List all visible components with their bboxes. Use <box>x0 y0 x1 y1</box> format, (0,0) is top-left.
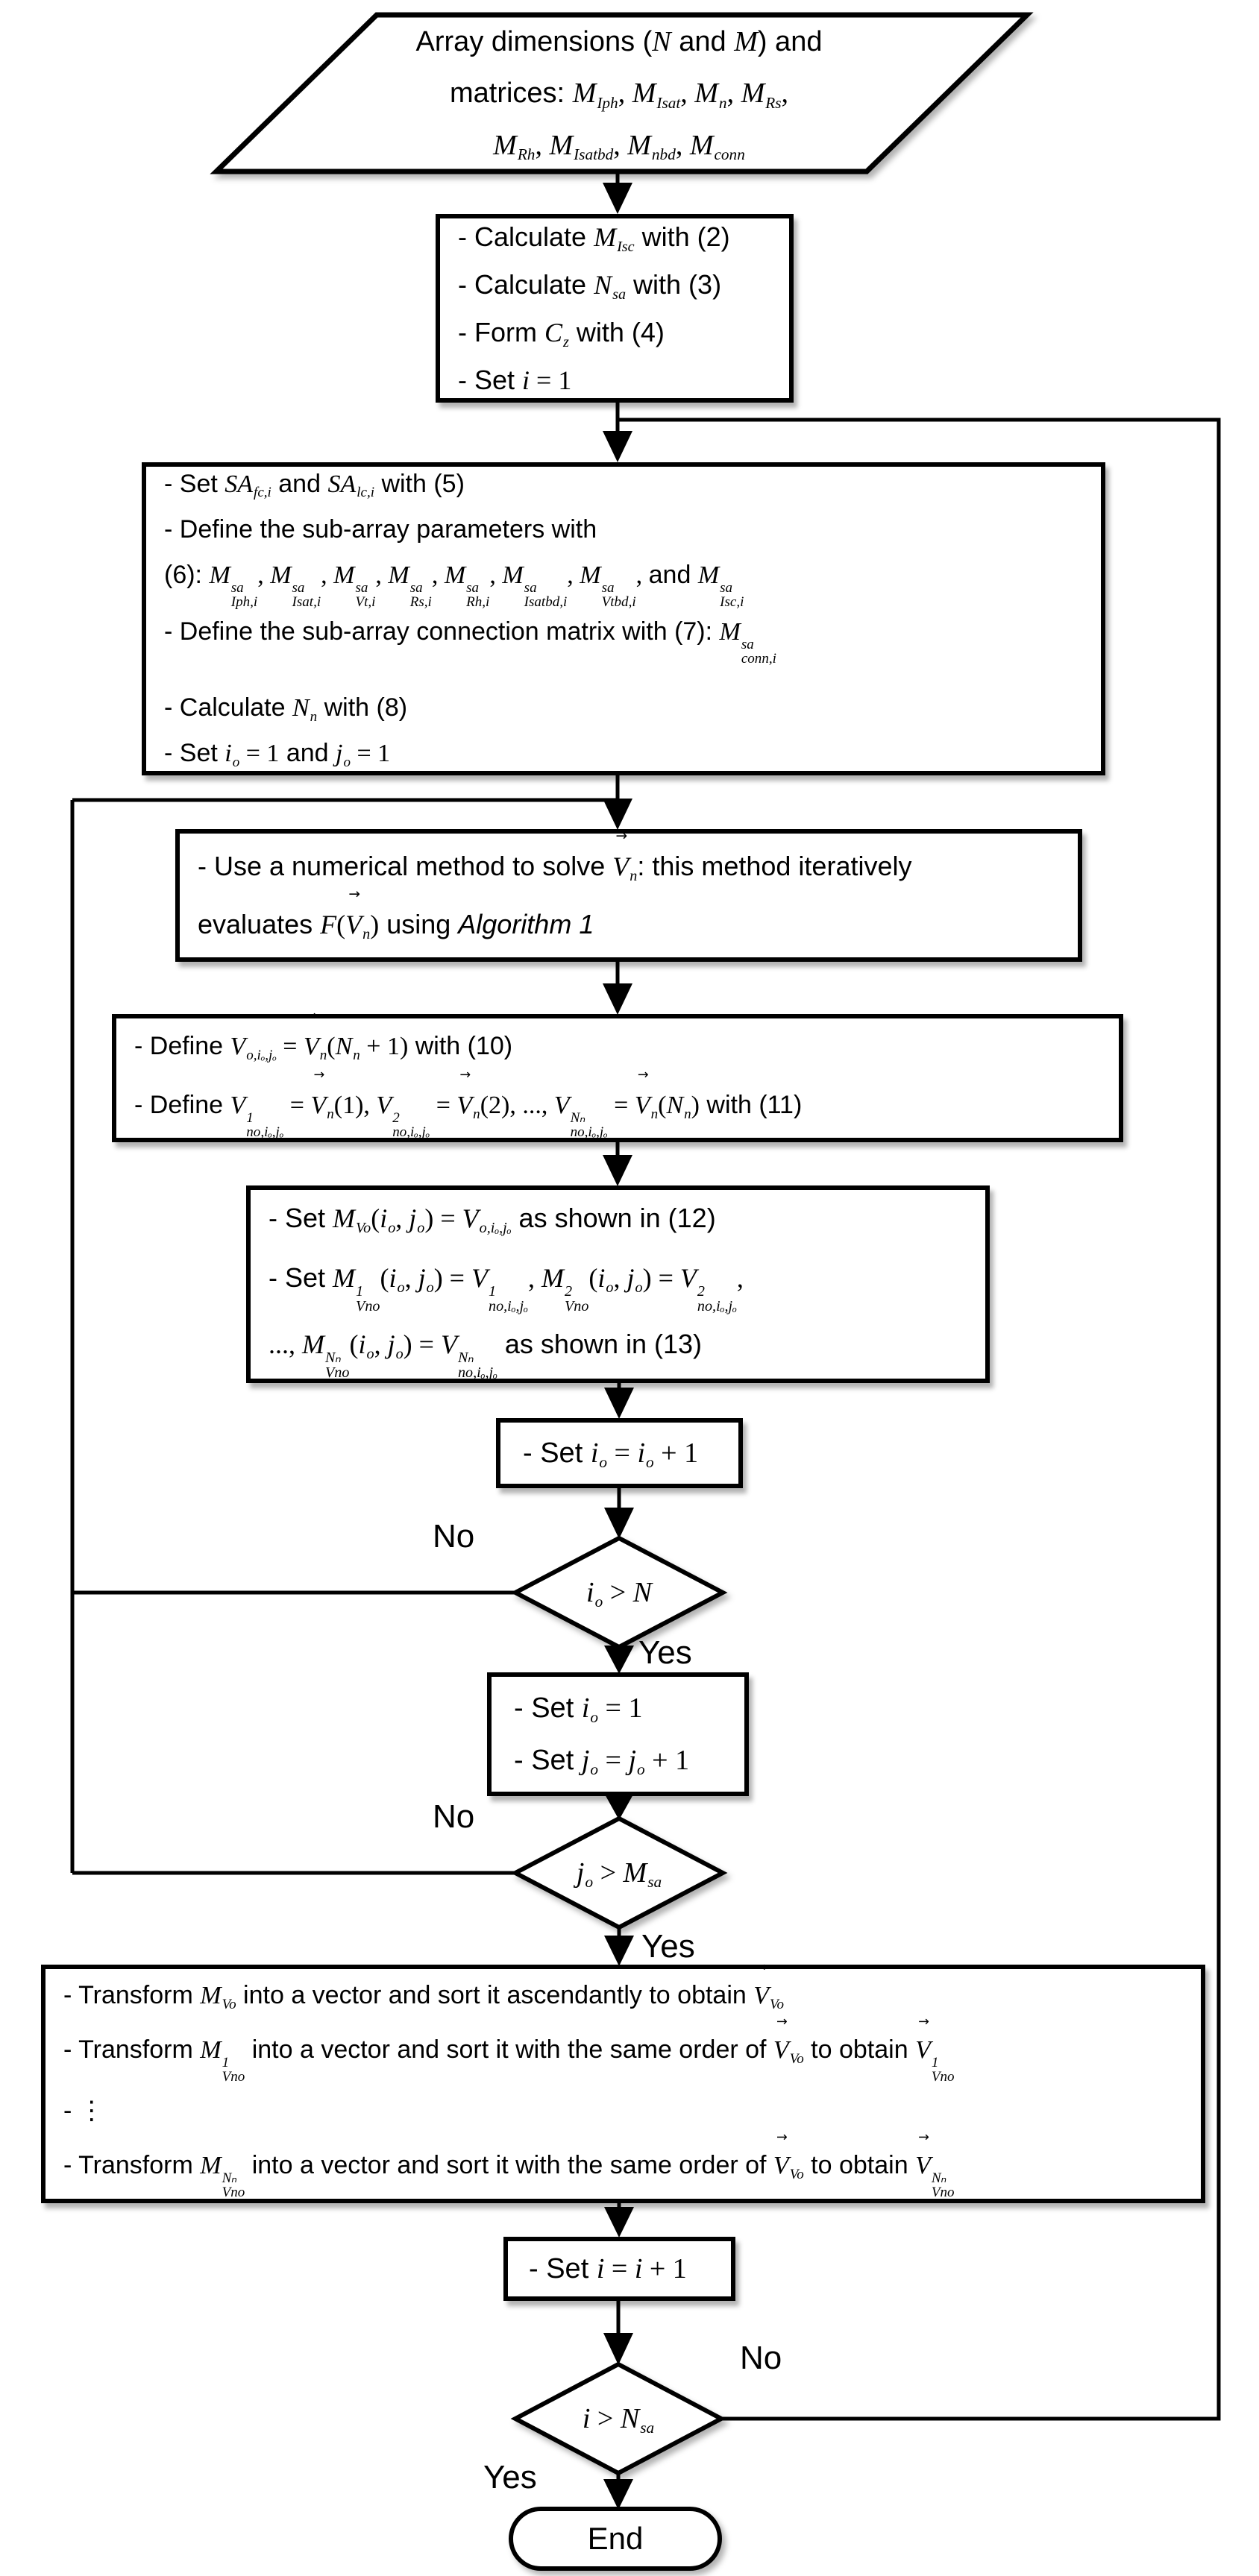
increment-i-box: - Set i = i + 1 <box>503 2237 735 2301</box>
transform-sort-box: - Transform MVo into a vector and sort i… <box>41 1961 1205 2203</box>
subarray-box: - Set SAfc,i and SAlc,i with (5)- Define… <box>142 462 1105 775</box>
check-jo-yes-label: Yes <box>641 1928 695 1965</box>
arrowhead-group <box>603 183 634 2510</box>
arrowhead <box>604 1793 634 1820</box>
arrowhead <box>604 1388 634 1419</box>
arrowhead <box>603 183 632 214</box>
init-box: - Calculate MIsc with (2)- Calculate Nsa… <box>436 214 794 403</box>
arrowhead <box>603 2333 633 2365</box>
check-i-no-label: No <box>740 2340 782 2376</box>
solve-box: - Use a numerical method to solve →Vn: t… <box>175 829 1082 962</box>
check-jo-no-label: No <box>433 1798 475 1835</box>
check-io-no-label: No <box>433 1518 475 1555</box>
input-parallelogram-shape <box>210 12 1034 174</box>
check-jo-diamond-text: jo > Msa <box>576 1857 662 1892</box>
end-terminator-shape <box>509 2507 722 2571</box>
reset-io-box: - Set io = 1- Set jo = jo + 1 <box>487 1672 749 1796</box>
check-io-diamond-text: io > N <box>586 1576 652 1611</box>
end-terminal-label: End <box>587 2521 644 2556</box>
edge-group <box>70 173 1221 2481</box>
check-io-diamond-shape <box>510 1535 728 1650</box>
edge-check-i-no-loop <box>618 418 1221 2421</box>
check-io-yes-label: Yes <box>638 1634 692 1671</box>
fill-matrices-box: - Set MVo(io, jo) = Vo,iₒ,jₒ as shown in… <box>246 1185 990 1383</box>
check-i-yes-label: Yes <box>483 2459 537 2495</box>
arrowhead <box>603 2479 633 2510</box>
arrowhead <box>603 1155 632 1186</box>
arrowhead <box>603 799 632 830</box>
arrowhead <box>604 1508 634 1539</box>
arrowhead <box>603 983 632 1015</box>
check-jo-diamond-shape <box>510 1816 728 1930</box>
check-i-diamond-text: i > Nsa <box>582 2402 655 2437</box>
increment-io-box: - Set io = io + 1 <box>496 1418 743 1488</box>
shape-group <box>210 12 1034 2571</box>
check-i-diamond-shape <box>510 2361 726 2476</box>
arrowhead <box>604 2207 634 2238</box>
define-voltages-box: - Define Vo,iₒ,jₒ = →Vn(Nn + 1) with (10… <box>112 1010 1123 1142</box>
arrowhead <box>604 1646 634 1674</box>
arrowhead <box>604 1936 634 1966</box>
arrowhead <box>603 431 632 462</box>
